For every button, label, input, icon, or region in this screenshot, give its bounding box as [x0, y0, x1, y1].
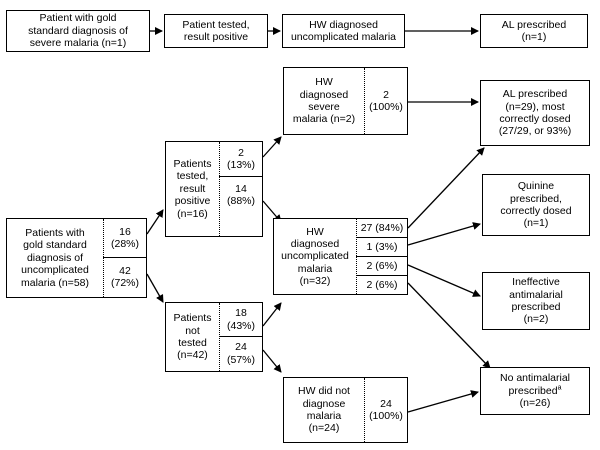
box-gold-severe: Patient with gold standard diagnosis of …	[6, 10, 150, 52]
arrow-uncomp-to-ineffective	[407, 264, 481, 297]
outcome-none-block: No antimalarial prescribeda (n=26)	[481, 368, 589, 414]
outcome-ineffective-label: Ineffective antimalarial prescribed (n=2…	[509, 276, 563, 326]
arrow-to-hw-uncomp-b	[262, 302, 282, 327]
divider	[219, 142, 220, 236]
tested-uncomplicated-count: 14 (88%)	[226, 182, 255, 207]
box-outcome-al: AL prescribed (n=29), most correctly dos…	[480, 80, 590, 146]
divider	[356, 275, 407, 276]
box-outcome-none: No antimalarial prescribeda (n=26)	[480, 367, 590, 415]
outcome-none-n: (n=26)	[519, 397, 551, 410]
arrow-uncomp-to-none	[407, 282, 491, 369]
divider	[364, 68, 365, 134]
box-gold-uncomplicated: Patients with gold standard diagnosis of…	[6, 218, 147, 298]
box-outcome-ineffective: Ineffective antimalarial prescribed (n=2…	[482, 272, 590, 330]
divider	[219, 176, 262, 177]
outcome-al-label: AL prescribed (n=29), most correctly dos…	[498, 88, 572, 138]
hw-not-diagnose-count: 24 (100%)	[369, 397, 403, 422]
not-tested-uncomplicated-count: 18 (43%)	[226, 307, 255, 332]
box-hw-not-diagnose: HW did not diagnose malaria (n=24) 24 (1…	[283, 377, 408, 443]
box-outcome-quinine: Quinine prescribed, correctly dosed (n=1…	[482, 174, 590, 236]
footnote-marker: a	[557, 384, 562, 392]
hw-uncomplicated-label: HW diagnosed uncomplicated malaria (n=32…	[281, 225, 349, 288]
hw-not-diagnose-label: HW did not diagnose malaria (n=24)	[298, 385, 350, 435]
gold-uncomplicated-label: Patients with gold standard diagnosis of…	[21, 227, 89, 289]
arrow-uncomp-to-al	[407, 147, 485, 229]
gold-tested-count: 16 (28%)	[110, 225, 139, 250]
arrow-to-hw-severe	[262, 136, 282, 158]
box-not-tested: Patients not tested (n=42) 18 (43%) 24 (…	[165, 302, 263, 372]
not-tested-no-diagnosis-count: 24 (57%)	[226, 341, 255, 366]
arrow-to-not-tested	[146, 273, 164, 303]
hw-uncomplicated-count: 27 (84%)	[360, 221, 404, 234]
box-hw-uncomplicated: HW diagnosed uncomplicated malaria (n=32…	[273, 218, 408, 295]
hw-uncomplicated-count: 2 (6%)	[366, 278, 398, 291]
divider	[103, 257, 146, 258]
al-prescribed-top-label: AL prescribed (n=1)	[501, 18, 567, 43]
divider	[364, 378, 365, 442]
divider	[103, 219, 104, 297]
hw-uncomplicated-count: 1 (3%)	[366, 240, 398, 253]
divider	[219, 336, 262, 337]
arrow-to-tested	[146, 209, 164, 235]
hw-diagnosed-top-label: HW diagnosed uncomplicated malaria	[290, 18, 397, 43]
tested-positive-group-label: Patients tested, result positive (n=16)	[173, 158, 212, 220]
tested-positive-label: Patient tested, result positive	[182, 18, 250, 43]
divider	[356, 256, 407, 257]
hw-uncomplicated-count: 2 (6%)	[366, 259, 398, 272]
outcome-none-line: No antimalarial prescribeda	[500, 372, 570, 397]
outcome-none-label: No antimalarial prescribed	[499, 372, 571, 397]
not-tested-label: Patients not tested (n=42)	[173, 312, 212, 362]
box-al-prescribed-top: AL prescribed (n=1)	[480, 14, 588, 48]
gold-severe-label: Patient with gold standard diagnosis of …	[28, 12, 128, 50]
arrow-to-hw-nodiag	[262, 349, 282, 373]
divider	[219, 303, 220, 371]
tested-severe-count: 2 (13%)	[226, 146, 255, 171]
box-patient-tested-positive: Patient tested, result positive	[164, 14, 268, 48]
arrow-uncomp-to-quinine	[407, 222, 481, 246]
divider	[356, 237, 407, 238]
arrow-nodiag-to-none	[407, 390, 479, 413]
box-hw-severe: HW diagnosed severe malaria (n=2) 2 (100…	[283, 67, 408, 135]
box-tested-positive: Patients tested, result positive (n=16) …	[165, 141, 263, 237]
gold-not-tested-count: 42 (72%)	[110, 264, 139, 289]
outcome-quinine-label: Quinine prescribed, correctly dosed (n=1…	[500, 180, 572, 230]
hw-severe-label: HW diagnosed severe malaria (n=2)	[292, 76, 356, 126]
box-hw-diagnosed-uncomplicated-top: HW diagnosed uncomplicated malaria	[282, 14, 405, 48]
hw-severe-count: 2 (100%)	[369, 88, 403, 113]
